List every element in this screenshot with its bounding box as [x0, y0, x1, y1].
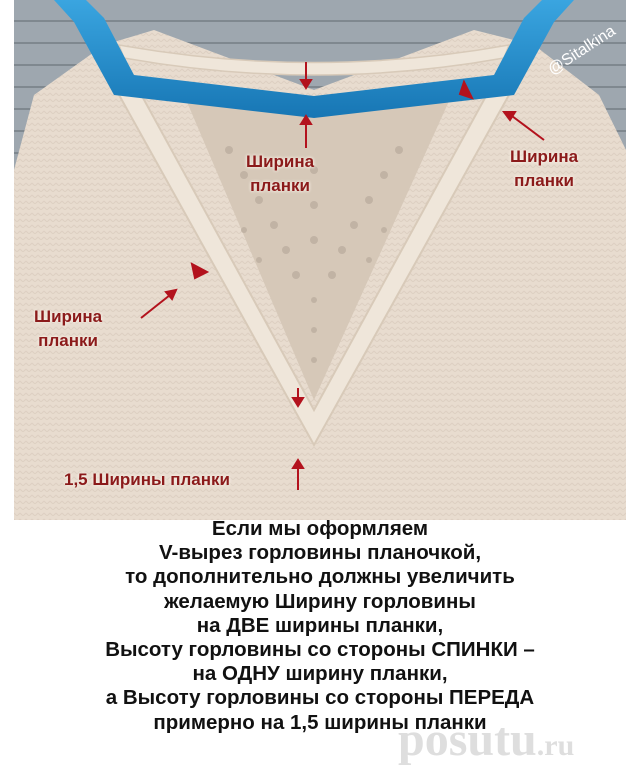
arrow-bottom-up: [291, 458, 305, 490]
lace-panel: [184, 90, 454, 400]
caption-line: Высоту горловины со стороны СПИНКИ –: [105, 638, 535, 662]
arrow-bottom-down: [291, 388, 305, 408]
arrow-left-side: [140, 262, 210, 319]
annotation-center: Ширина планки: [246, 152, 315, 195]
lace-holes: [225, 146, 403, 363]
arrow-center-up: [299, 114, 313, 148]
sweater-photo: @Sitalkina Ширина планки Ширина планки Ш…: [14, 0, 626, 520]
caption-line: желаемую Ширину горловины: [164, 589, 476, 613]
caption-line: Если мы оформляем: [211, 517, 429, 540]
site-watermark-tld: .ru: [536, 729, 575, 762]
site-watermark: posutu.ru: [398, 712, 574, 767]
annotation-right: Ширина планки: [510, 147, 579, 190]
annotation-left: Ширина планки: [34, 307, 103, 350]
arrow-center-down: [299, 62, 313, 90]
caption-line: то дополнительно должны увеличить: [125, 565, 515, 589]
site-watermark-name: posutu: [398, 713, 537, 766]
caption-line: на ДВЕ ширины планки,: [196, 613, 444, 637]
arrow-right-shoulder: [458, 79, 545, 141]
caption-line: на ОДНУ ширину планки,: [192, 662, 448, 686]
caption-text: Если мы оформляем V-вырез горловины план…: [0, 517, 640, 735]
caption-line: V-вырез горловины планочкой,: [158, 541, 482, 565]
hanger: [54, 0, 574, 118]
caption-line: примерно на 1,5 ширины планки: [153, 710, 487, 734]
annotation-bottom: 1,5 Ширины планки: [64, 470, 230, 489]
caption-line: а Высоту горловины со стороны ПЕРЕДА: [105, 686, 535, 710]
